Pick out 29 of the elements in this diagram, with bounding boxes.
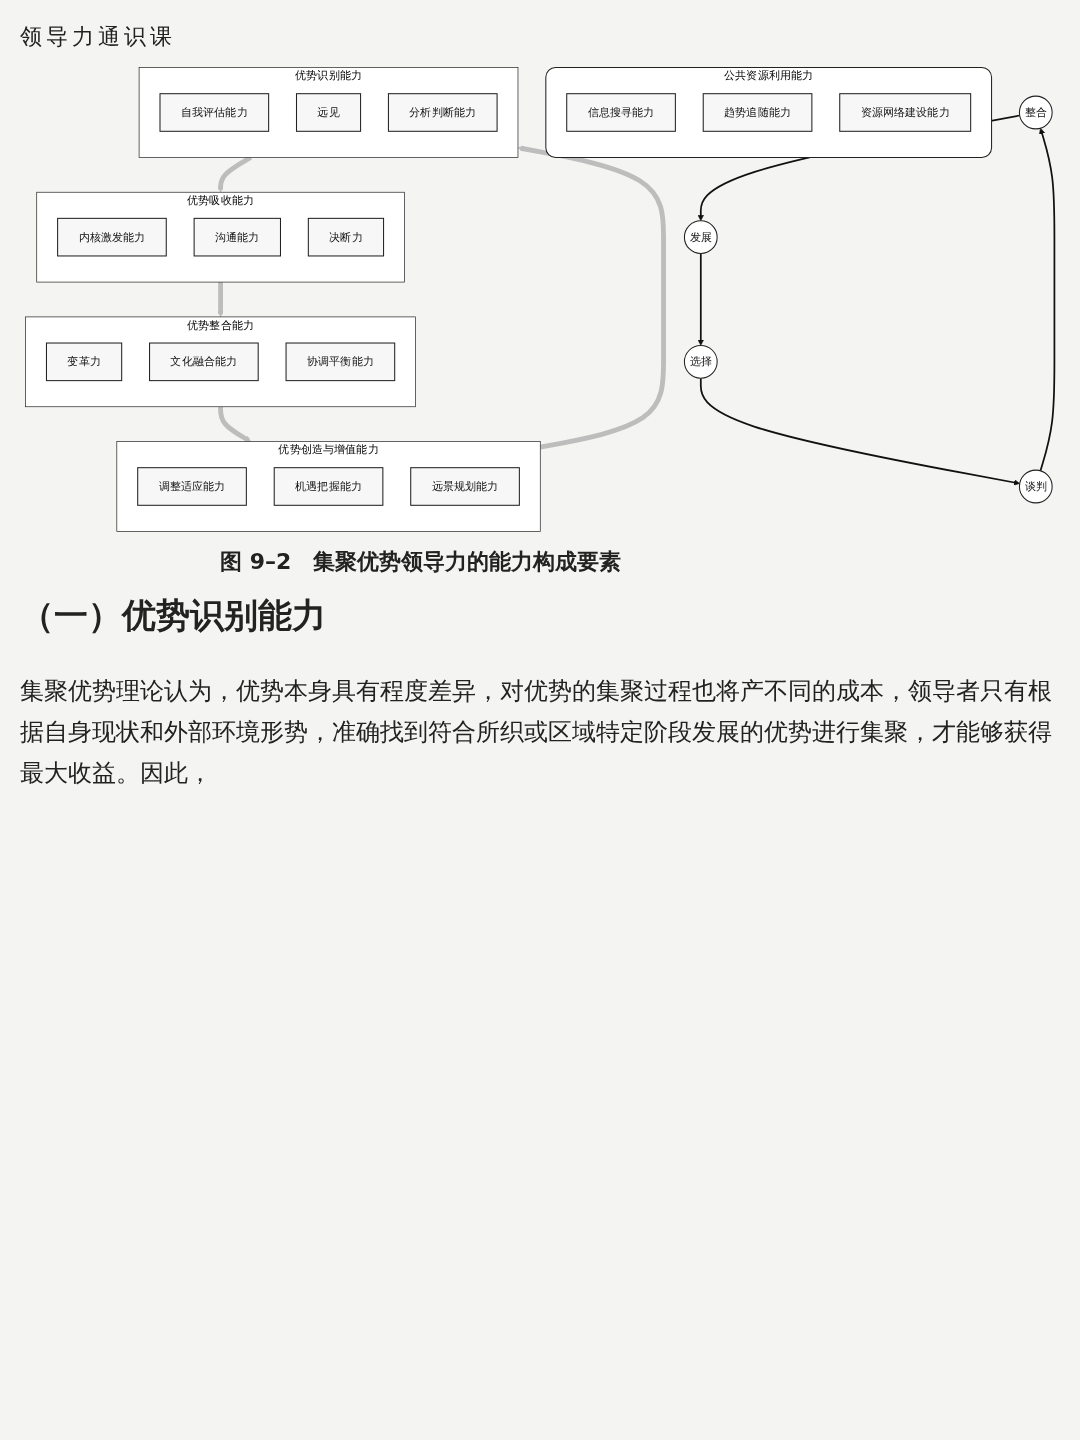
running-header: 领导力通识课 — [20, 23, 176, 51]
node-box: 文化融合能力 — [149, 342, 259, 382]
node-box: 趋势追随能力 — [702, 93, 813, 132]
node-box: 资源网络建设能力 — [839, 93, 972, 132]
node-box: 调整适应能力 — [137, 467, 247, 506]
node-box: 内核激发能力 — [57, 217, 167, 257]
arrow — [1039, 127, 1056, 472]
arrow — [218, 406, 251, 443]
node-box: 沟通能力 — [193, 217, 281, 257]
arrow — [697, 252, 704, 346]
node-circle: 整合 — [1018, 95, 1053, 130]
node-circle: 发展 — [683, 220, 718, 255]
node-box: 自我评估能力 — [159, 93, 270, 132]
node-box: 协调平衡能力 — [285, 342, 396, 382]
arrow — [217, 282, 224, 318]
node-circle: 谈判 — [1018, 469, 1053, 504]
node-box: 决断力 — [307, 217, 385, 257]
arrow — [699, 377, 1020, 486]
node-box: 分析判断能力 — [387, 93, 498, 132]
node-box: 机遇把握能力 — [273, 467, 384, 506]
node-box: 远见 — [296, 93, 362, 132]
node-box: 远景规划能力 — [410, 467, 520, 506]
node-box: 变革力 — [45, 342, 123, 382]
node-circle: 选择 — [683, 344, 718, 379]
body-paragraph: 集聚优势理论认为，优势本身具有程度差异，对优势的集聚过程也将产不同的成本，领导者只有根据自身现状和外部环境形势，准确找到符合所织或区域特定阶段发展的优势进行集聚，才能够获得最大收益。因此， — [20, 676, 1053, 789]
node-box: 信息搜寻能力 — [566, 93, 676, 132]
arrow — [517, 145, 666, 450]
section-heading: （一）优势识别能力 — [20, 594, 326, 637]
figure-caption: 图 9–2 集聚优势领导力的能力构成要素 — [220, 548, 622, 576]
